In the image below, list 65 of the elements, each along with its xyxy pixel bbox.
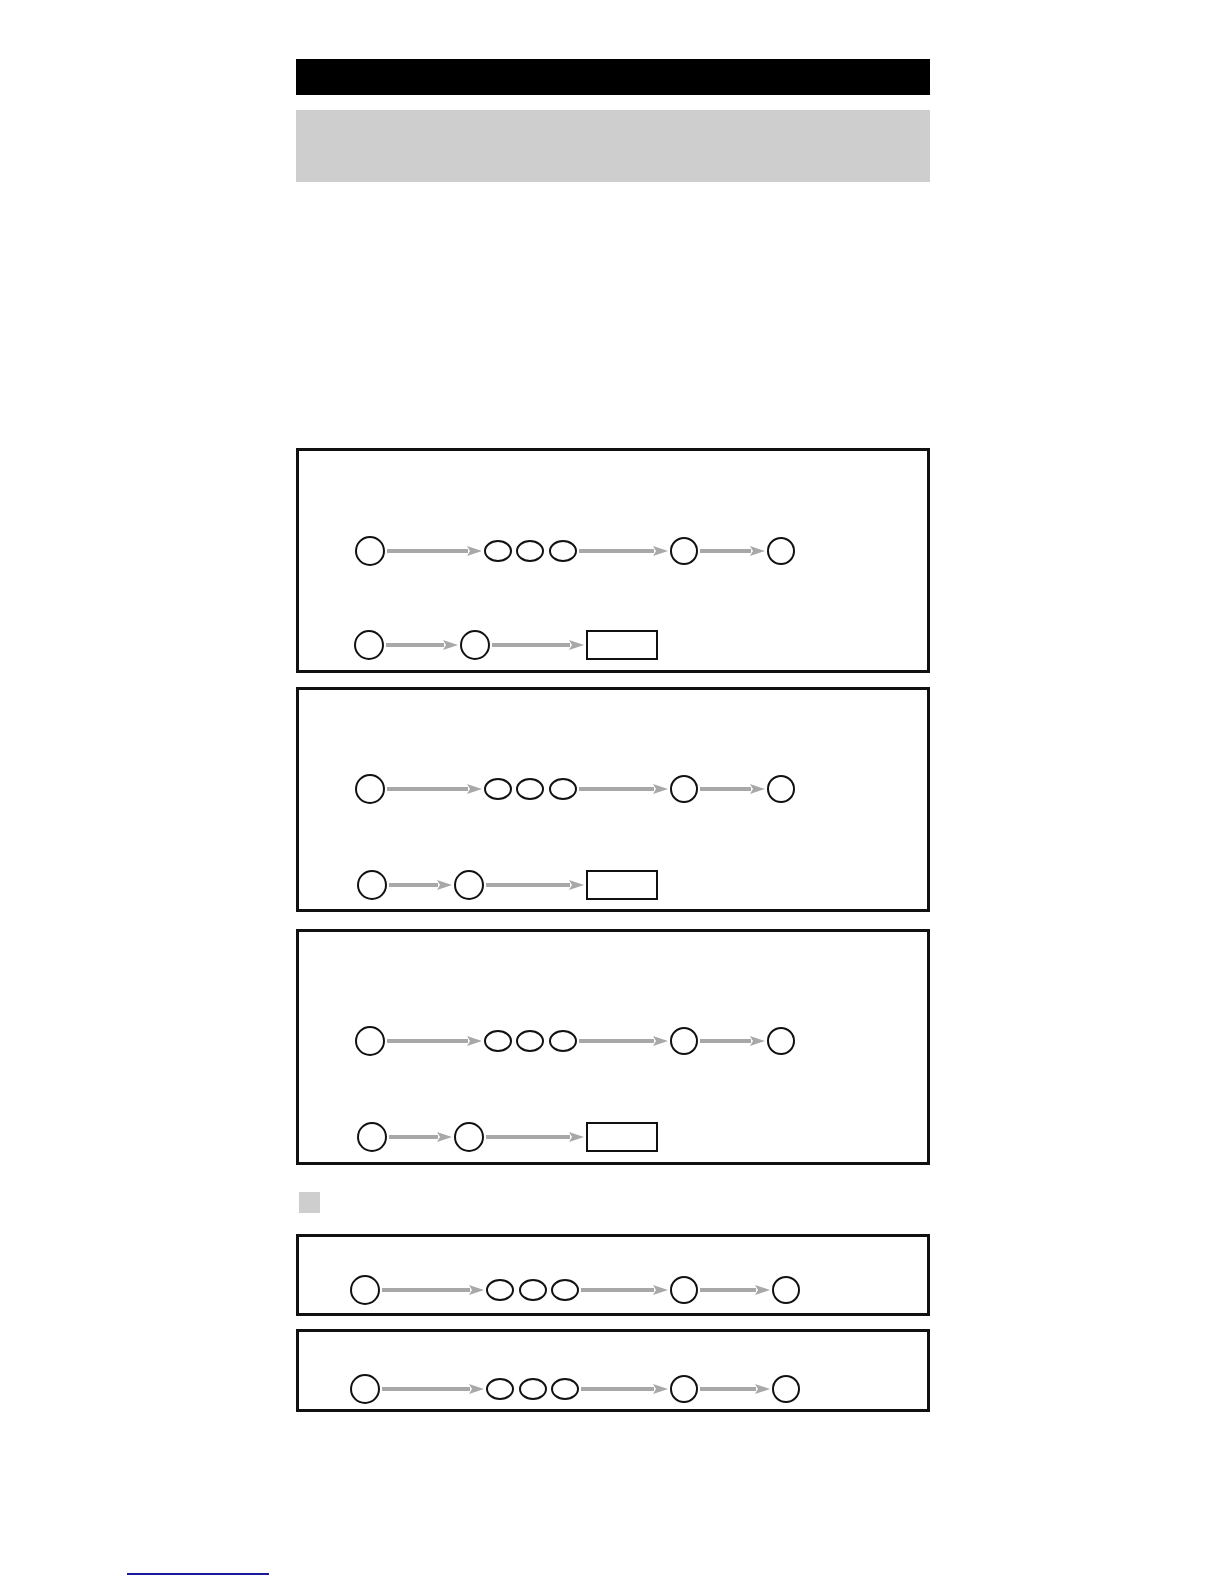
rectangle-box [586,870,658,900]
arrow [579,784,668,794]
circle [355,536,385,566]
circle [772,1375,800,1403]
ellipse [549,540,577,562]
ellipse [551,1279,579,1301]
arrow [387,546,482,556]
panel-box [296,1329,930,1412]
ellipse [486,1378,514,1400]
arrow [382,1384,484,1394]
ellipse [519,1378,547,1400]
ellipse [549,778,577,800]
circle [357,1122,387,1152]
circle [454,1122,484,1152]
ellipse [484,778,512,800]
circle [767,1027,795,1055]
panel-box [296,929,930,1165]
arrow [700,784,765,794]
circle [767,537,795,565]
ellipse [516,540,544,562]
arrow [389,1132,452,1142]
ellipse [484,540,512,562]
rectangle-box [586,1122,658,1152]
arrow [389,880,452,890]
panel-box [296,687,930,912]
ellipse [549,1030,577,1052]
ellipse [486,1279,514,1301]
arrow [579,1036,668,1046]
circle [670,1276,698,1304]
circle [454,870,484,900]
rectangle-box [586,630,658,660]
circle [350,1275,380,1305]
arrow [581,1285,668,1295]
circle [767,775,795,803]
circle [460,630,490,660]
arrow [579,546,668,556]
arrow [492,640,584,650]
arrow [486,880,584,890]
circle [670,537,698,565]
arrow [700,1285,770,1295]
arrow [581,1384,668,1394]
ellipse [484,1030,512,1052]
arrow [700,1036,765,1046]
ellipse [551,1378,579,1400]
arrow [700,546,765,556]
circle [350,1374,380,1404]
circle [354,630,384,660]
circle [357,870,387,900]
arrow [700,1384,770,1394]
panel-box [296,448,930,673]
ellipse [519,1279,547,1301]
arrow [386,640,458,650]
arrow [387,784,482,794]
circle [670,1375,698,1403]
circle [670,1027,698,1055]
circle [355,774,385,804]
panel-box [296,1234,930,1316]
arrow [382,1285,484,1295]
ellipse [516,1030,544,1052]
arrow [387,1036,482,1046]
circle [772,1276,800,1304]
circle [355,1026,385,1056]
circle [670,775,698,803]
ellipse [516,778,544,800]
arrow [486,1132,584,1142]
